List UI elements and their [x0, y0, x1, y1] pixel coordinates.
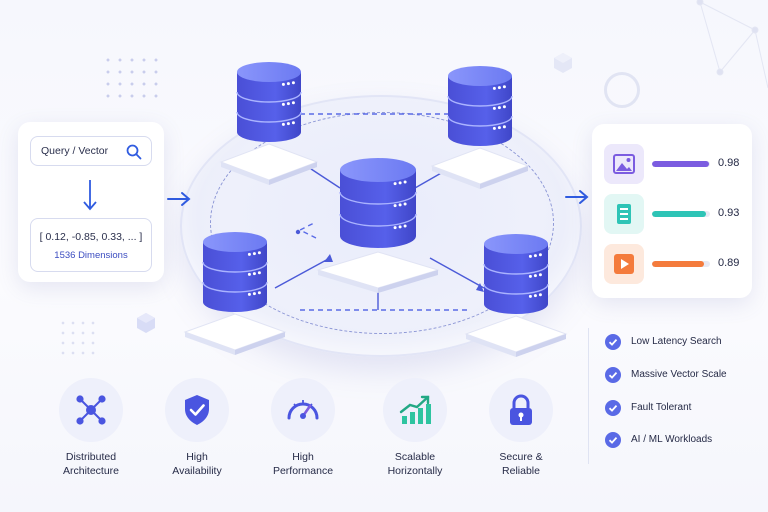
database-node-top-right[interactable] — [430, 62, 530, 195]
similarity-bar-fill — [652, 261, 704, 267]
network-icon — [76, 395, 106, 425]
capability-label-line2: Availability — [172, 465, 222, 477]
capability-label-line2: Architecture — [62, 465, 120, 477]
result-row[interactable]: 0.89 — [604, 244, 744, 284]
result-row[interactable]: 0.98 — [604, 144, 744, 184]
similarity-bar-fill — [652, 211, 706, 217]
similarity-score: 0.89 — [718, 257, 740, 269]
results-card: 0.98 0.93 0.89 — [592, 124, 752, 298]
capability-label-line1: Distributed — [65, 451, 117, 463]
check-circle-icon — [605, 334, 621, 350]
capability-icon-circle — [383, 378, 447, 442]
decorative-cube — [554, 53, 572, 73]
database-node-bottom-left[interactable] — [183, 228, 287, 361]
capability-label-line1: High — [186, 451, 208, 463]
capability-label-line2: Performance — [272, 465, 334, 477]
database-node-center[interactable] — [316, 154, 440, 299]
feature-label: Low Latency Search — [631, 336, 722, 347]
vector-embedding-box: [ 0.12, -0.85, 0.33, ... ] 1536 Dimensio… — [30, 218, 152, 272]
feature-label: Massive Vector Scale — [631, 369, 727, 380]
feature-item: Massive Vector Scale — [605, 365, 765, 385]
check-circle-icon — [605, 367, 621, 383]
result-thumbnail — [604, 194, 644, 234]
feature-list: Low Latency Search Massive Vector Scale … — [588, 328, 758, 464]
capability-icon-circle — [59, 378, 123, 442]
query-card: Query / Vector [ 0.12, -0.85, 0.33, ... … — [18, 122, 164, 282]
decorative-dot-grid — [102, 54, 162, 98]
query-input[interactable]: Query / Vector — [30, 136, 152, 166]
play-icon — [614, 254, 634, 274]
capability-label-line2: Horizontally — [387, 465, 443, 477]
query-input-text: Query / Vector — [41, 145, 109, 157]
similarity-bar — [652, 261, 710, 267]
similarity-bar-fill — [652, 161, 709, 167]
vector-dimensions: 1536 Dimensions — [54, 250, 128, 261]
decorative-ring — [604, 72, 640, 108]
feature-item: Low Latency Search — [605, 332, 765, 352]
similarity-score: 0.93 — [718, 207, 740, 219]
capability-icon-circle — [271, 378, 335, 442]
database-node-bottom-right[interactable] — [464, 230, 568, 363]
capability-label-line1: Secure & — [499, 451, 543, 463]
result-thumbnail — [604, 144, 644, 184]
growth-chart-icon — [399, 395, 431, 424]
capability-label-line1: High — [292, 451, 314, 463]
decorative-cube — [137, 313, 155, 333]
feature-label: Fault Tolerant — [631, 402, 692, 413]
capability-icon-circle — [165, 378, 229, 442]
feature-item: AI / ML Workloads — [605, 430, 765, 450]
feature-item: Fault Tolerant — [605, 398, 765, 418]
vector-values: [ 0.12, -0.85, 0.33, ... ] — [39, 231, 143, 243]
similarity-bar — [652, 161, 710, 167]
cluster-ring — [210, 112, 554, 334]
feature-label: AI / ML Workloads — [631, 434, 713, 445]
decorative-dot-grid-small — [58, 318, 98, 358]
capability-label-line2: Reliable — [502, 465, 540, 477]
image-icon — [613, 154, 635, 174]
shield-check-icon — [185, 395, 209, 425]
search-icon[interactable] — [125, 143, 143, 161]
gauge-icon — [287, 400, 319, 420]
capability-secure: Secure & Reliable — [466, 378, 576, 478]
similarity-bar — [652, 211, 710, 217]
result-row[interactable]: 0.93 — [604, 194, 744, 234]
down-arrow-icon — [83, 180, 97, 211]
decorative-network-lines — [696, 0, 768, 89]
similarity-score: 0.98 — [718, 157, 740, 169]
capability-icon-circle — [489, 378, 553, 442]
check-circle-icon — [605, 400, 621, 416]
database-node-top-left[interactable] — [219, 58, 319, 191]
check-circle-icon — [605, 432, 621, 448]
capability-label-line1: Scalable — [394, 451, 436, 463]
result-thumbnail — [604, 244, 644, 284]
lock-icon — [510, 394, 532, 425]
document-icon — [617, 204, 631, 224]
